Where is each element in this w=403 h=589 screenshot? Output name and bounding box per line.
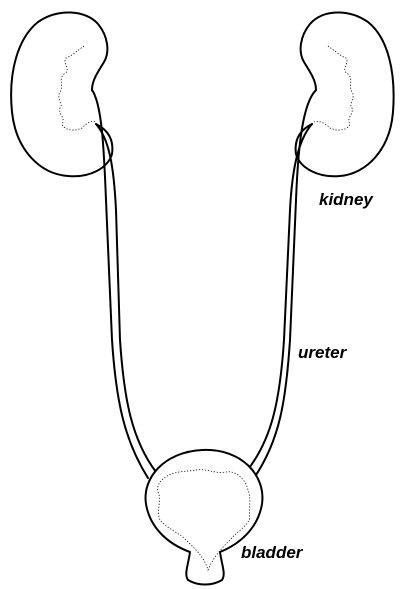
right-kidney: [296, 12, 394, 176]
kidney-label: kidney: [319, 191, 373, 208]
ureter-label: ureter: [298, 344, 346, 361]
bladder-label: bladder: [241, 544, 302, 561]
left-kidney: [11, 12, 112, 176]
bladder: [146, 450, 263, 585]
